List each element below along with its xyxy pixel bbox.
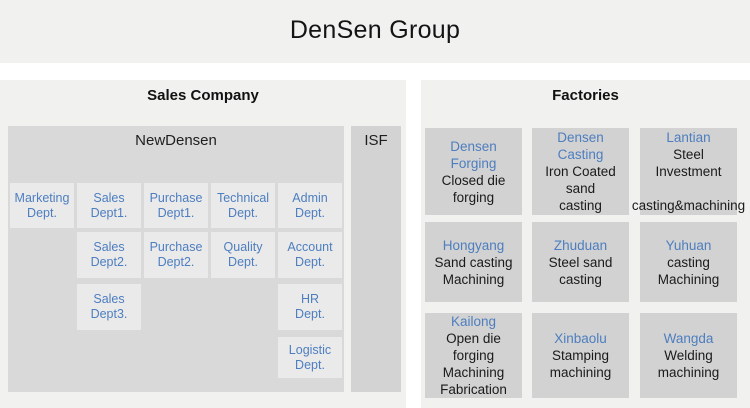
factory-name: Xinbaolu (554, 331, 607, 346)
factory-line: Fabrication (440, 382, 507, 397)
factory-line: casting (559, 198, 602, 213)
factory-line: machining (549, 365, 612, 380)
factory-name: Densen Casting (557, 130, 604, 162)
isf-box: ISF (351, 126, 401, 392)
department-grid: Marketing Dept.Sales Dept1.Purchase Dept… (8, 126, 344, 392)
factory-line: casting (667, 254, 710, 270)
dept-box-2: Sales Dept1. (77, 183, 141, 228)
factory-name: Zhuduan (553, 237, 608, 253)
dept-box-10: Sales Dept3. (77, 284, 141, 330)
page-title: DenSen Group (289, 16, 461, 44)
dept-box-11: HR Dept. (278, 284, 342, 330)
factory-name: Hongyang (442, 237, 505, 253)
factory-name: Wangda (663, 331, 714, 346)
factory-name: Yuhuan (665, 237, 712, 253)
dept-box-6: Sales Dept2. (77, 232, 141, 278)
factory-line: Iron Coated sand (545, 164, 616, 196)
factory-line: Steel Investment (655, 147, 722, 179)
dept-box-9: Account Dept. (278, 232, 342, 278)
factory-line: Machining (442, 271, 505, 287)
dept-box-4: Technical Dept. (211, 183, 275, 228)
dept-box-1: Marketing Dept. (10, 183, 74, 228)
dept-box-7: Purchase Dept2. (144, 232, 208, 278)
sales-company-panel: Sales Company NewDensen Marketing Dept.S… (0, 80, 406, 408)
factories-title: Factories (552, 87, 619, 104)
factory-line: machining (657, 365, 720, 380)
factory-line: Machining (657, 271, 720, 287)
isf-label: ISF (364, 132, 388, 149)
page-header: DenSen Group (0, 0, 750, 63)
newdensen-box: NewDensen Marketing Dept.Sales Dept1.Pur… (8, 126, 344, 392)
newdensen-label: NewDensen (135, 132, 217, 149)
factory-line: Closed die forging (441, 172, 506, 205)
factory-line: Machining (442, 365, 505, 380)
factory-line: casting&machining (631, 198, 746, 213)
factory-name: Densen Forging (450, 138, 497, 171)
dept-box-8: Quality Dept. (211, 232, 275, 278)
factory-name: Lantian (666, 130, 711, 145)
factory-line: Welding (664, 348, 713, 363)
dept-box-12: Logistic Dept. (278, 337, 342, 378)
dept-box-3: Purchase Dept1. (144, 183, 208, 228)
factory-line: Sand casting (434, 254, 513, 270)
factory-line: Open die forging (446, 331, 501, 363)
factory-name: Kailong (450, 314, 497, 329)
factory-line: Stamping (551, 348, 610, 363)
factory-line: Steel sand casting (548, 254, 613, 287)
dept-box-5: Admin Dept. (278, 183, 342, 228)
sales-company-title: Sales Company (147, 87, 259, 104)
